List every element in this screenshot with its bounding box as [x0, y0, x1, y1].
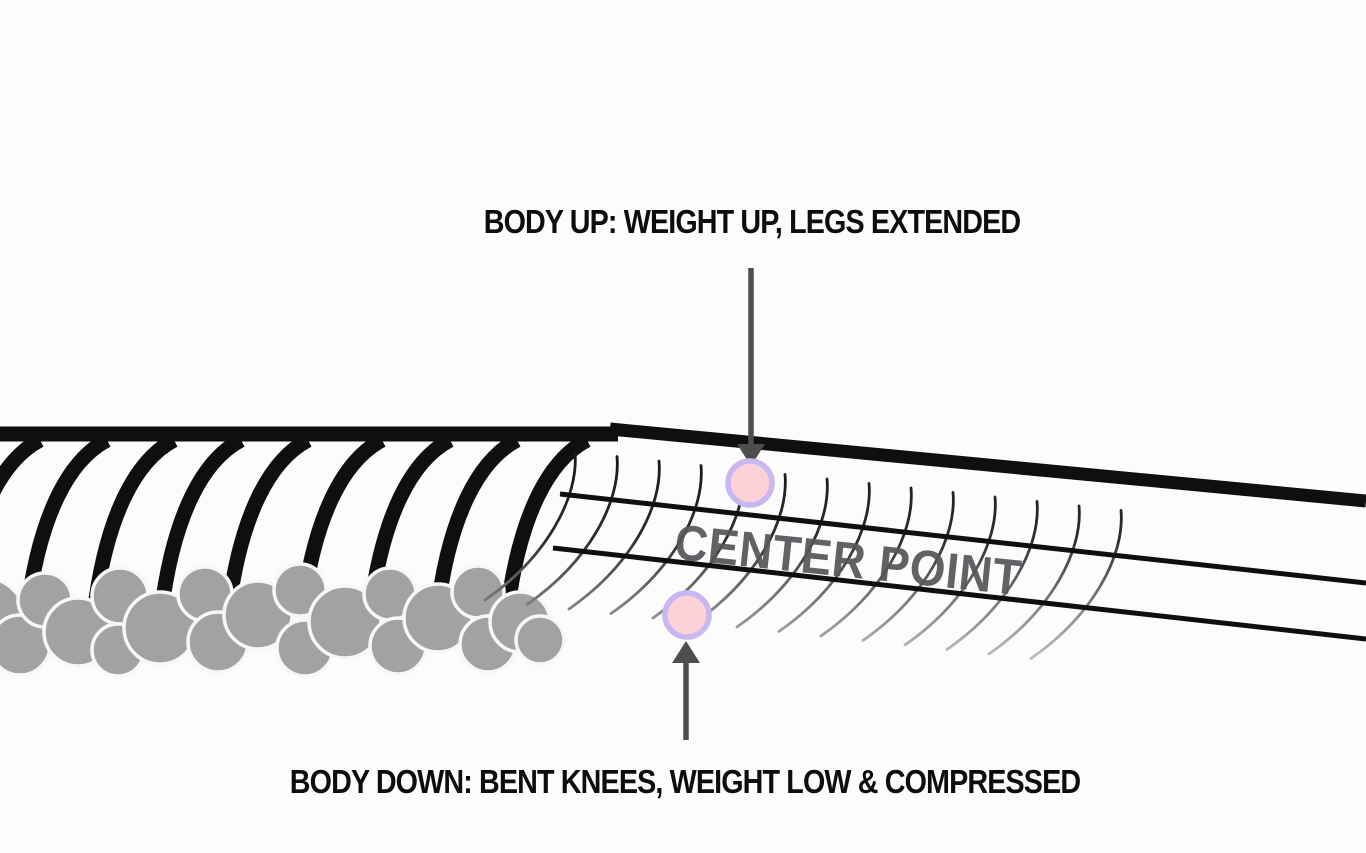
wave-face-ripple [945, 500, 1039, 651]
wave-curl [429, 433, 521, 615]
wave-face-ripple [1029, 509, 1123, 660]
wave-shoulder-line [609, 422, 1366, 508]
body-down-label: BODY DOWN: BENT KNEES, WEIGHT LOW & COMP… [289, 763, 1081, 800]
wave-curl [0, 433, 44, 495]
wave-face-ripple [987, 504, 1081, 656]
wave-face-ripple [567, 459, 661, 611]
foam-cloud [514, 614, 566, 666]
wave-curl [153, 433, 245, 615]
wave-curl [220, 433, 312, 615]
wave-face-ripple [861, 491, 955, 642]
lower-rail-line [552, 545, 1366, 642]
wave-face-ripple [903, 495, 997, 647]
wave-face-ripple [483, 450, 577, 602]
wave-face-ripple [693, 473, 787, 624]
wave-face-ripple [609, 464, 703, 615]
body-up-arrowhead-icon [737, 444, 765, 466]
body-up-marker [725, 458, 775, 508]
wave-face-ripple [819, 486, 913, 638]
body-down-arrow [672, 641, 700, 740]
body-down-arrowhead-icon [672, 641, 700, 663]
wave-face-ripple [525, 455, 619, 606]
foam-clouds [0, 562, 566, 678]
upper-rail-line [559, 491, 1366, 586]
wave-face-ripple [777, 482, 871, 633]
body-up-arrow [737, 268, 765, 466]
body-down-marker [662, 590, 712, 640]
body-up-label: BODY UP: WEIGHT UP, LEGS EXTENDED [483, 203, 1021, 240]
wave-face-ripple [735, 477, 829, 629]
